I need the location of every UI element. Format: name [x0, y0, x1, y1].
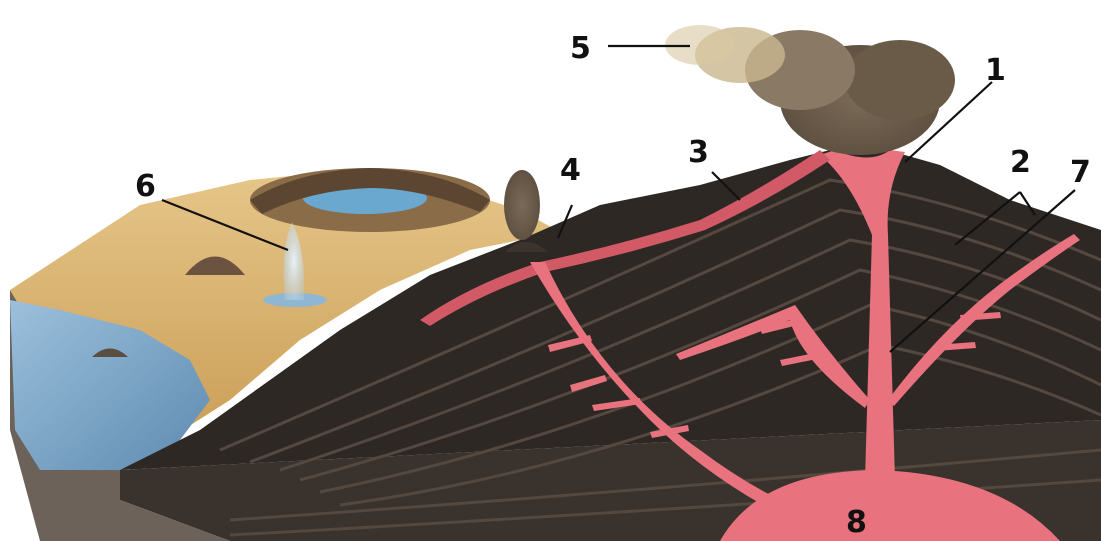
label-6: 6 [135, 169, 156, 204]
parasitic-ash [504, 170, 540, 240]
label-1: 1 [985, 53, 1006, 88]
label-8: 8 [846, 505, 867, 540]
label-7: 7 [1070, 155, 1091, 190]
label-3: 3 [688, 135, 709, 170]
label-4: 4 [560, 153, 581, 188]
caldera [250, 168, 490, 232]
label-5: 5 [570, 31, 591, 66]
label-2: 2 [1010, 145, 1031, 180]
